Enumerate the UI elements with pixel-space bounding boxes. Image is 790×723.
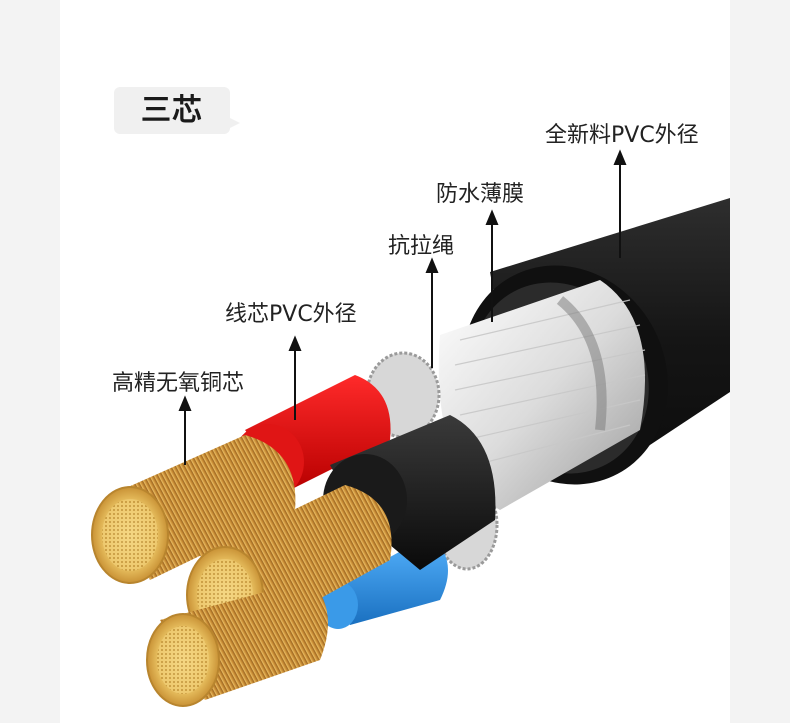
arrow-copper-conductor <box>178 395 192 465</box>
copper-conductor-bottom <box>146 580 328 707</box>
label-waterproof-film: 防水薄膜 <box>436 182 525 207</box>
arrow-outer-sheath <box>613 149 627 258</box>
core-count-badge: 三芯 <box>114 87 240 134</box>
label-copper-conductor: 高精无氧铜芯 <box>112 371 245 396</box>
arrow-core-insulation <box>288 335 302 420</box>
label-core-insulation: 线芯PVC外径 <box>225 302 357 327</box>
arrow-tensile-rope <box>425 257 439 368</box>
label-tensile-rope: 抗拉绳 <box>388 234 455 259</box>
label-outer-sheath: 全新料PVC外径 <box>545 123 699 148</box>
waterproof-film <box>438 280 646 510</box>
arrow-waterproof-film <box>485 209 499 322</box>
core-count-text: 三芯 <box>141 93 203 128</box>
copper-conductor-top <box>91 435 296 584</box>
